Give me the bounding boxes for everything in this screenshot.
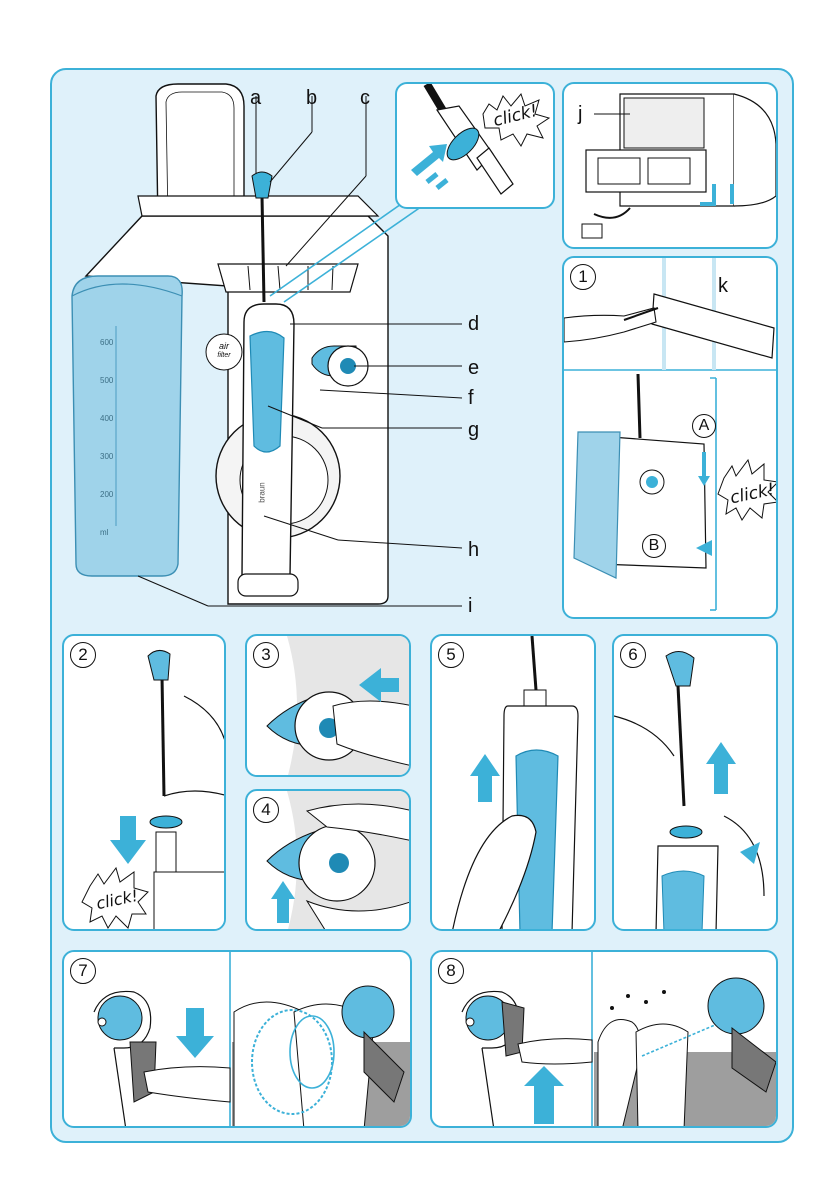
panel-step-6: 6: [612, 634, 778, 931]
panel-connector-zoom: click!: [395, 82, 555, 209]
scale-mark: ml: [100, 514, 124, 552]
air-filter-badge: air filter: [208, 341, 240, 361]
air-filter-text: filter: [208, 351, 240, 361]
step-number-2: 2: [70, 642, 96, 668]
panel-step-5: 5: [430, 634, 596, 931]
label-i: i: [468, 596, 472, 616]
panel-step-7: 7: [62, 950, 412, 1128]
panel-step-8: 8: [430, 950, 778, 1128]
step-number-1: 1: [570, 264, 596, 290]
panel-j-cord-storage: j: [562, 82, 778, 249]
scale-mark: 400: [100, 400, 124, 438]
panel-step-4: 4: [245, 789, 411, 931]
label-h: h: [468, 540, 479, 560]
tank-scale: 600 500 400 300 200 ml: [100, 324, 124, 552]
scale-mark: 300: [100, 438, 124, 476]
scale-mark: 200: [100, 476, 124, 514]
marker-a: A: [692, 414, 716, 438]
step-number-5: 5: [438, 642, 464, 668]
air-filter-text: air: [208, 341, 240, 351]
label-j: j: [578, 104, 582, 124]
step-number-8: 8: [438, 958, 464, 984]
panel-step-1: 1 k A B click!: [562, 256, 778, 619]
label-e: e: [468, 358, 479, 378]
panel-step-2: 2 click!: [62, 634, 226, 931]
label-b: b: [306, 88, 317, 108]
scale-mark: 600: [100, 324, 124, 362]
step-number-6: 6: [620, 642, 646, 668]
label-g: g: [468, 420, 479, 440]
step-number-4: 4: [253, 797, 279, 823]
label-k: k: [718, 276, 728, 296]
label-d: d: [468, 314, 479, 334]
scale-mark: 500: [100, 362, 124, 400]
label-a: a: [250, 88, 261, 108]
label-f: f: [468, 388, 474, 408]
marker-b: B: [642, 534, 666, 558]
panel-step-3: 3: [245, 634, 411, 777]
step-number-7: 7: [70, 958, 96, 984]
brand-logo: braun: [258, 482, 267, 502]
label-c: c: [360, 88, 370, 108]
step-number-3: 3: [253, 642, 279, 668]
